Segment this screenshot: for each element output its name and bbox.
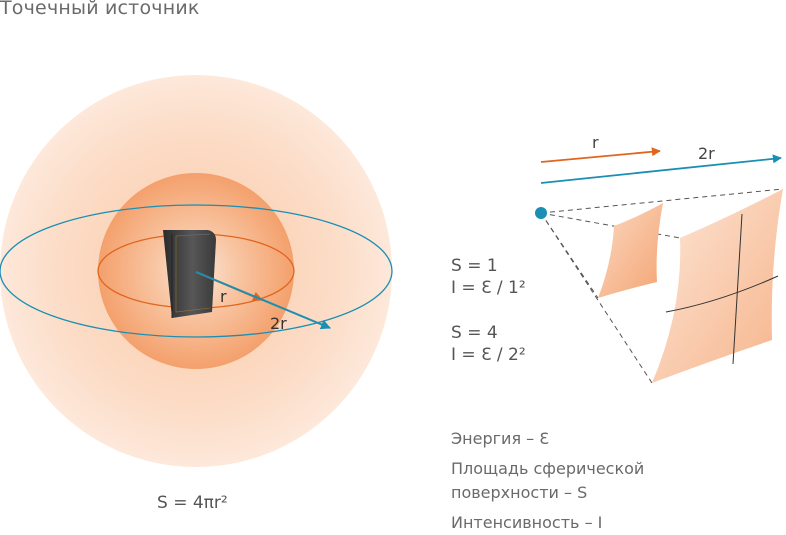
distance-2r-arrow [540,154,782,184]
sphere-2r-label: 2r [270,314,287,333]
radius-2r-arrow [195,271,331,330]
legend: Энергия – Ɛ Площадь сферической поверхно… [451,427,644,535]
near-intensity: I = Ɛ / 1² [451,278,526,298]
near-area: S = 1 [451,256,498,276]
surface-small-panel [598,203,663,298]
legend-intensity: Интенсивность – I [451,513,603,532]
distance-r-label: r [592,133,599,152]
distance-r-arrow [540,147,661,163]
far-intensity: I = Ɛ / 2² [451,345,526,365]
far-area: S = 4 [451,323,498,343]
legend-energy: Энергия – Ɛ [451,429,550,448]
far-equations: S = 4 I = Ɛ / 2² [451,322,526,366]
distance-2r-label: 2r [698,144,715,163]
source-point [535,207,547,219]
legend-surface-line1: Площадь сферической [451,459,645,478]
surface-large-grid-h [665,275,779,313]
sphere-area-formula: S = 4πr² [157,493,228,513]
near-equations: S = 1 I = Ɛ / 1² [451,255,526,299]
sphere-r-label: r [220,287,227,306]
legend-surface-line2: поверхности – S [451,483,588,502]
diagram-title: Точечный источник [0,0,200,19]
outer-sphere-equator [0,204,393,338]
speaker-icon [163,230,216,318]
surface-large-grid-v [732,213,743,365]
surface-large-panel [652,189,783,383]
